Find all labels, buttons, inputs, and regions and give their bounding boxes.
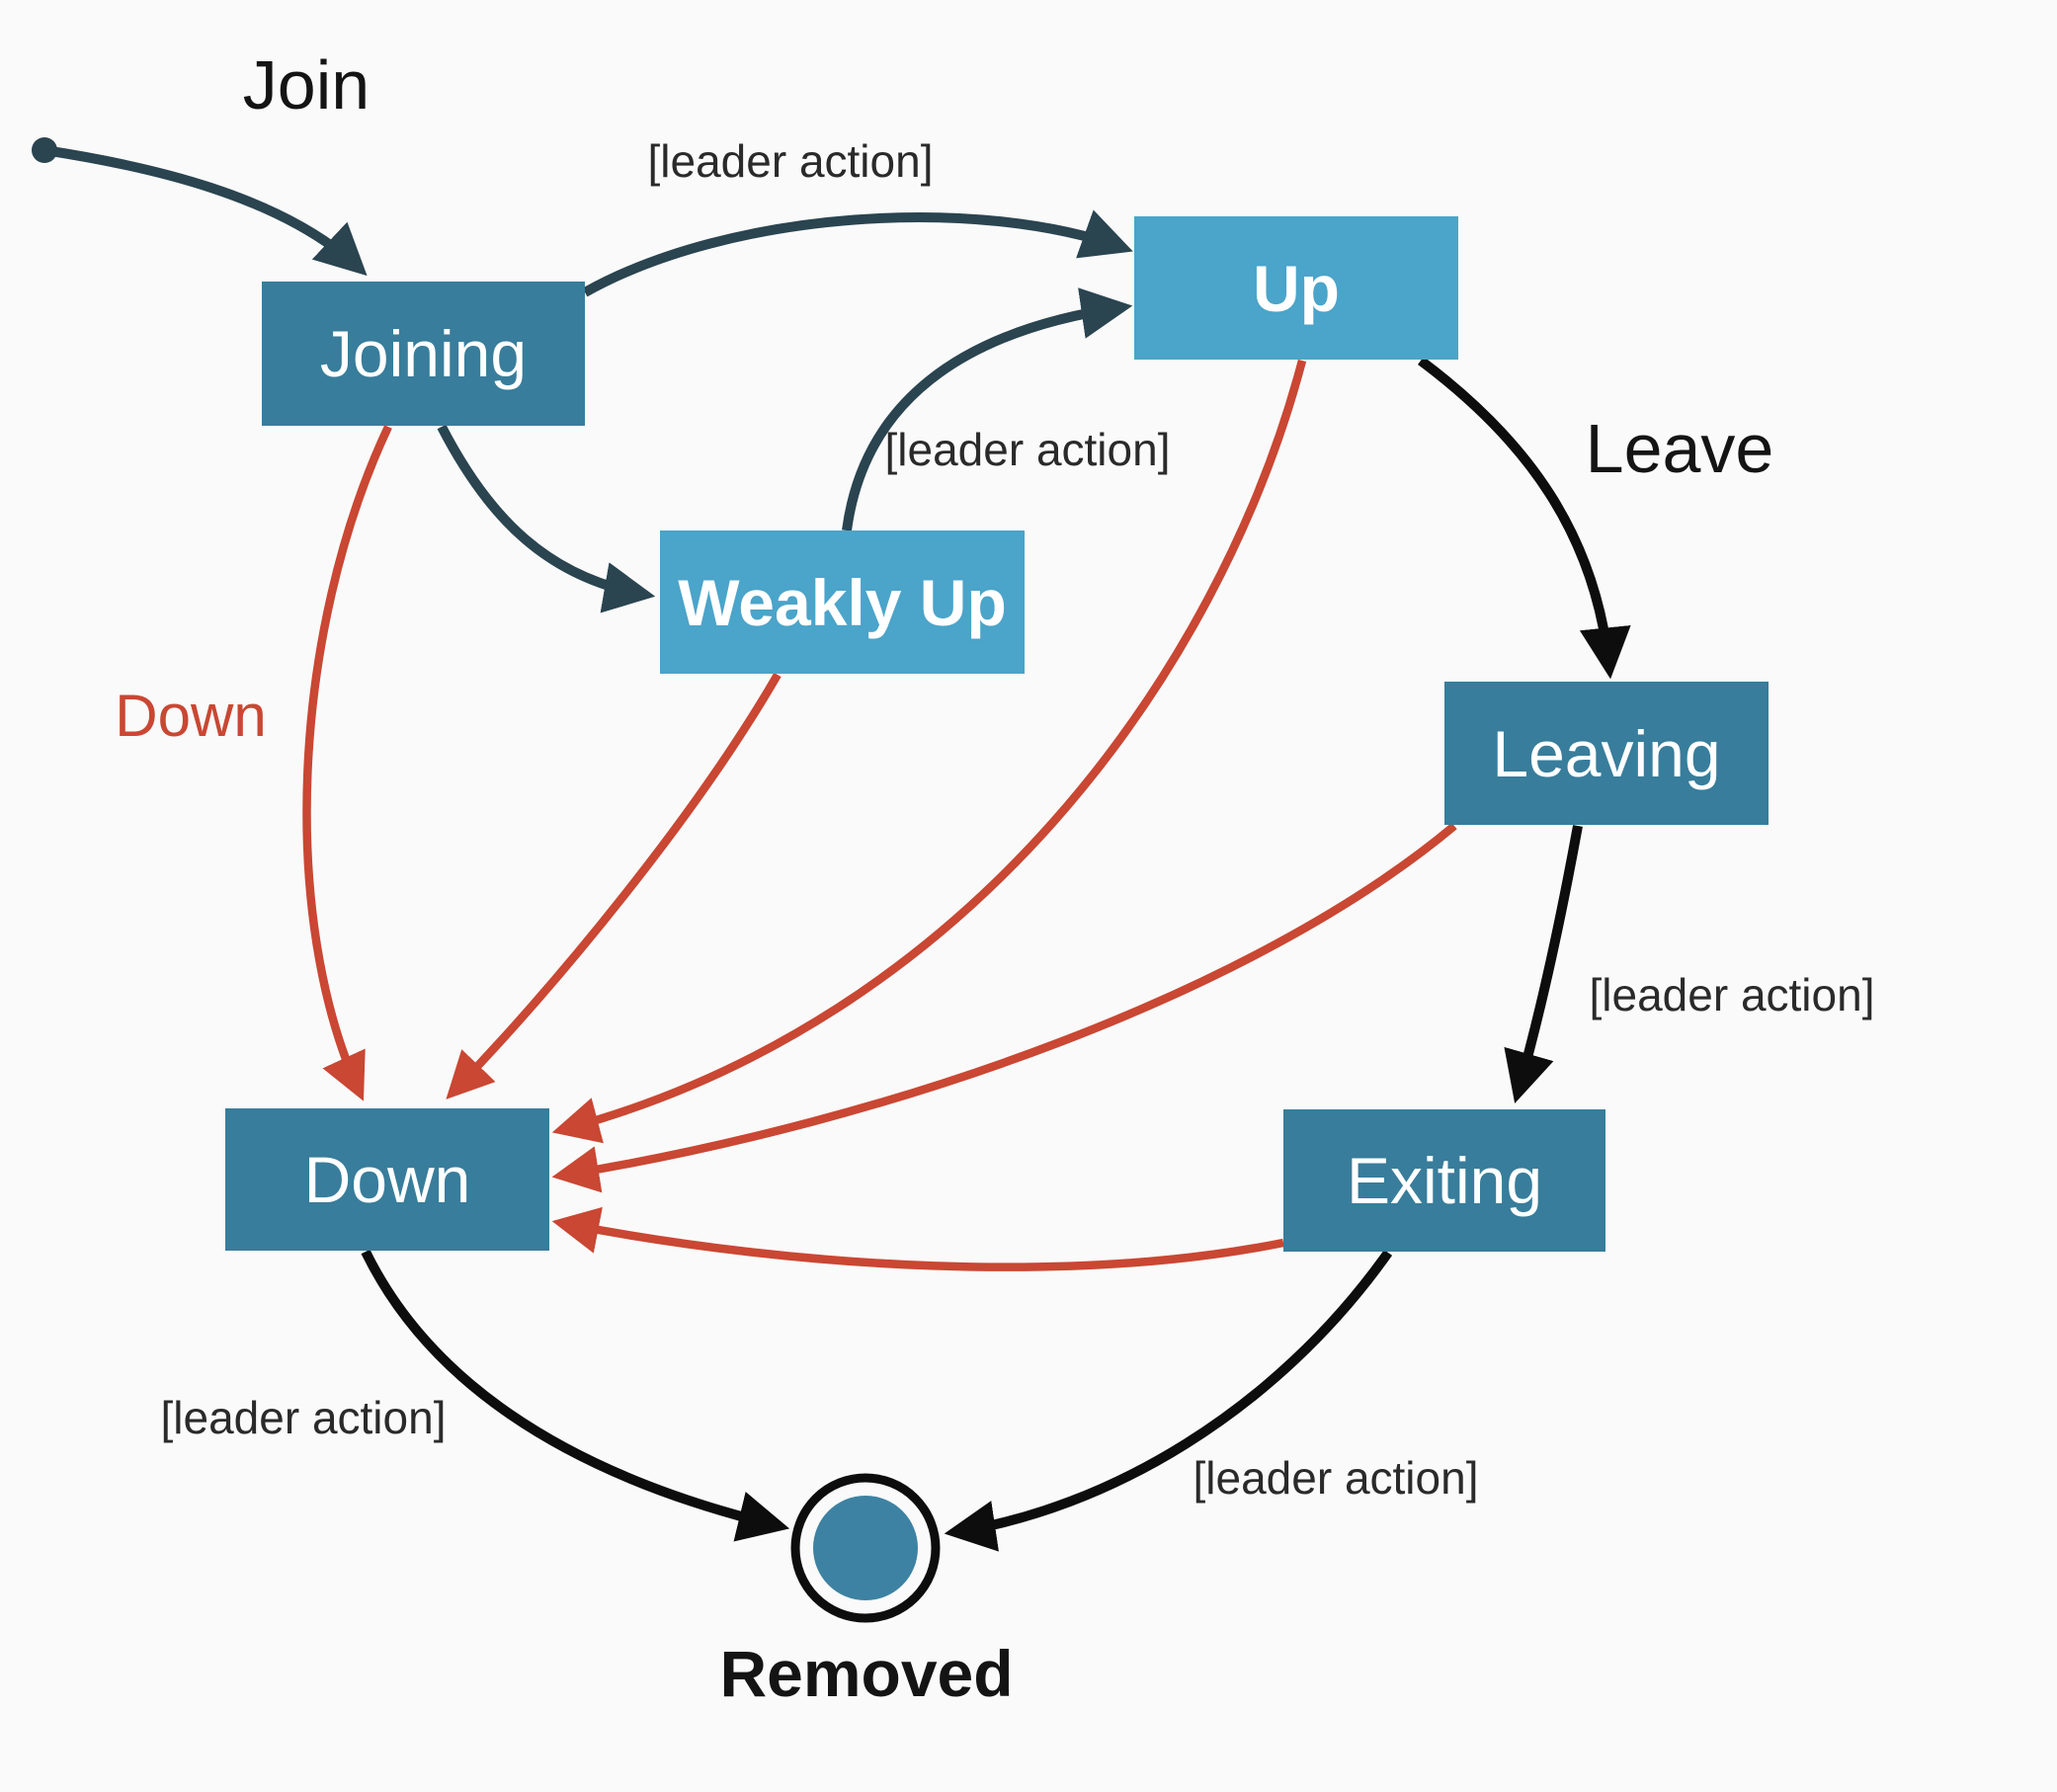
edge-label-leader-action-weaklyup-up: [leader action] xyxy=(884,424,1171,475)
state-leaving: Leaving xyxy=(1444,682,1769,825)
state-weakly-up: Weakly Up xyxy=(660,530,1025,674)
edge-down-to-removed xyxy=(361,1249,790,1542)
state-joining-label: Joining xyxy=(319,317,528,390)
edge-joining-to-up xyxy=(582,209,1133,297)
final-state-inner-dot xyxy=(813,1496,918,1600)
edge-start-to-joining xyxy=(43,145,368,277)
state-down-label: Down xyxy=(303,1143,471,1216)
state-up: Up xyxy=(1134,216,1458,360)
state-down: Down xyxy=(225,1108,549,1251)
state-joining: Joining xyxy=(262,282,585,426)
state-leaving-label: Leaving xyxy=(1492,716,1721,790)
edge-joining-to-down xyxy=(302,425,392,1101)
edge-label-down: Down xyxy=(115,683,267,749)
edge-label-join: Join xyxy=(242,46,370,123)
edge-weakly-up-to-up xyxy=(842,287,1133,531)
state-weakly-up-label: Weakly Up xyxy=(678,565,1007,639)
edge-label-leader-action-exiting-removed: [leader action] xyxy=(1193,1452,1479,1504)
edge-up-to-down xyxy=(551,359,1307,1144)
edge-exiting-to-down xyxy=(551,1206,1284,1271)
state-up-label: Up xyxy=(1253,251,1340,325)
edge-label-leave: Leave xyxy=(1585,410,1774,487)
edge-joining-to-weakly-up xyxy=(437,424,656,613)
edge-up-to-leaving xyxy=(1418,356,1631,680)
edge-leaving-to-exiting xyxy=(1504,825,1583,1104)
edge-label-leader-action-down-removed: [leader action] xyxy=(160,1392,447,1443)
final-state-removed xyxy=(790,1473,941,1623)
final-state-removed-label: Removed xyxy=(719,1637,1014,1710)
final-state-outer-ring xyxy=(790,1473,941,1623)
edge-label-leader-action-leaving-exiting: [leader action] xyxy=(1589,969,1875,1020)
state-exiting: Exiting xyxy=(1283,1109,1605,1252)
edge-label-leader-action-joining-up: [leader action] xyxy=(647,135,934,187)
edge-leaving-to-down xyxy=(551,822,1457,1193)
edge-exiting-to-removed xyxy=(944,1250,1393,1552)
state-exiting-label: Exiting xyxy=(1346,1144,1543,1217)
edge-weakly-up-to-down xyxy=(446,672,782,1100)
